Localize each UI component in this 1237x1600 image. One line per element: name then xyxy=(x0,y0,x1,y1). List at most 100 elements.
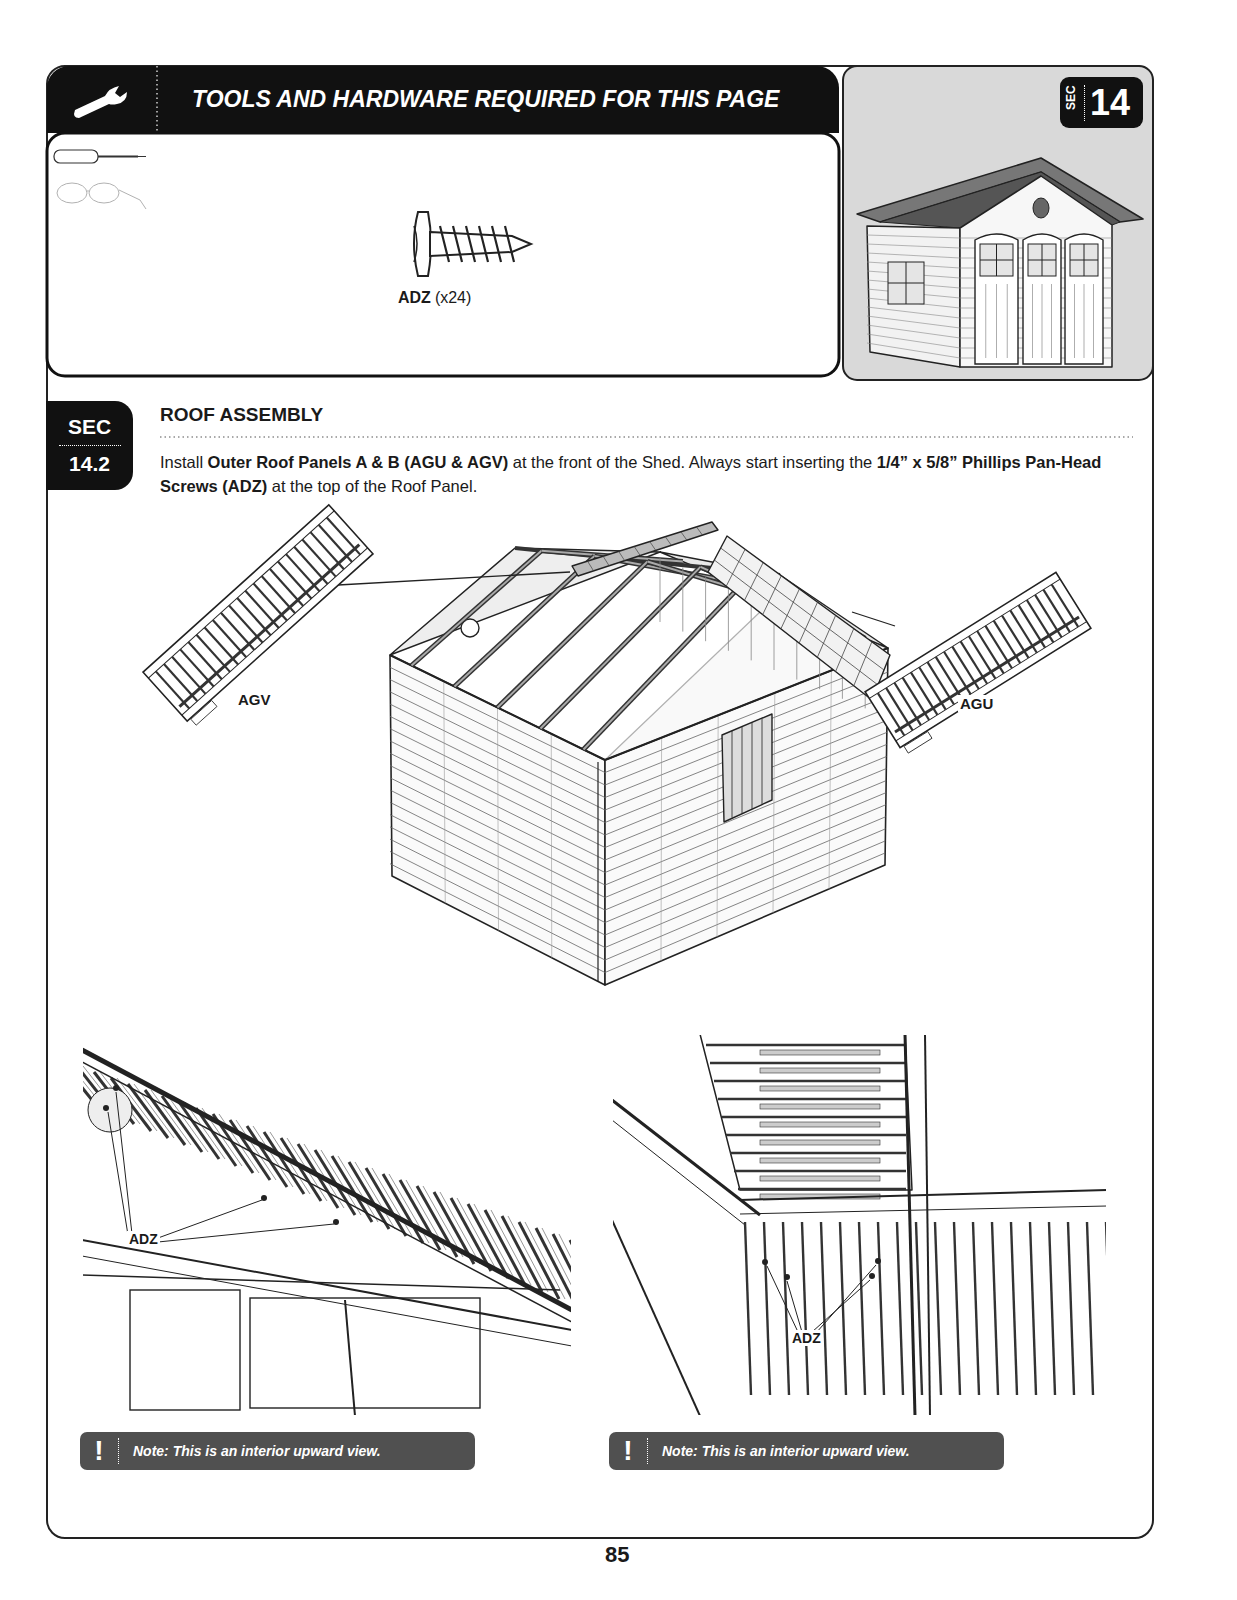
line-art xyxy=(108,1112,128,1235)
line-art xyxy=(836,629,854,672)
line-art xyxy=(840,1222,846,1395)
line-art xyxy=(1049,1222,1055,1395)
line-art xyxy=(718,1098,906,1101)
section-badge: SEC14 xyxy=(1060,77,1143,128)
line-art xyxy=(143,505,373,721)
line-art xyxy=(867,226,960,367)
roof-panel-agu xyxy=(865,572,1096,755)
screw-point xyxy=(103,1105,109,1111)
line-art xyxy=(498,708,499,931)
line-art xyxy=(498,562,648,708)
line-art xyxy=(1030,1222,1036,1395)
line-art xyxy=(551,734,553,958)
line-art xyxy=(852,612,895,626)
line-art xyxy=(82,1062,572,1322)
line-art xyxy=(732,731,733,818)
line-art xyxy=(682,568,683,632)
wrench-icon xyxy=(57,66,187,133)
part-code: ADZ xyxy=(398,289,431,306)
line-art xyxy=(1074,284,1075,358)
separator xyxy=(59,445,121,446)
line-art xyxy=(603,556,609,566)
line-art xyxy=(541,567,701,729)
line-art xyxy=(767,1266,798,1332)
screwdriver-icon xyxy=(54,150,98,163)
line-art xyxy=(726,1134,906,1137)
line-art xyxy=(865,572,1091,747)
line-art xyxy=(763,576,782,615)
line-art xyxy=(867,253,960,258)
line-art xyxy=(896,622,1087,741)
line-art xyxy=(773,693,775,913)
line-art xyxy=(714,560,878,685)
line-art xyxy=(82,1034,572,1416)
line-art xyxy=(612,1100,760,1215)
line-art xyxy=(584,572,754,749)
line-art xyxy=(717,715,718,937)
line-art xyxy=(764,1222,770,1395)
line-art xyxy=(878,1222,884,1395)
line-art xyxy=(82,1240,572,1330)
page-number: 85 xyxy=(603,1542,631,1567)
line-art xyxy=(661,738,663,961)
line-art xyxy=(390,864,605,973)
line-art xyxy=(869,579,1060,698)
line-art xyxy=(854,642,872,686)
line-art xyxy=(867,343,960,358)
line-art xyxy=(605,805,886,923)
line-art xyxy=(734,1170,906,1173)
step-badge: SEC14.2 xyxy=(46,401,133,490)
line-art xyxy=(119,190,146,209)
line-art xyxy=(722,1116,906,1119)
line-art xyxy=(390,851,605,960)
line-art xyxy=(696,527,702,535)
line-art xyxy=(414,226,417,262)
line-art xyxy=(895,617,1079,732)
interior-view xyxy=(82,1050,572,1416)
line-art xyxy=(960,176,1112,367)
line-art xyxy=(1051,284,1052,358)
line-art xyxy=(1032,284,1033,358)
separator xyxy=(1084,85,1085,121)
line-art xyxy=(1028,260,1056,261)
line-art xyxy=(605,829,886,948)
line-art xyxy=(158,1224,334,1242)
line-art xyxy=(82,1275,560,1290)
line-art xyxy=(182,548,368,715)
interior-view xyxy=(612,1034,1107,1416)
line-art xyxy=(498,562,648,708)
step-number: 14.2 xyxy=(69,451,110,477)
hardware-caption: ADZ(x24) xyxy=(398,289,471,307)
line-art xyxy=(829,670,831,889)
line-art xyxy=(781,589,800,629)
line-art xyxy=(74,86,127,118)
part-code: ADZ xyxy=(790,1330,823,1346)
line-art xyxy=(660,558,661,622)
line-art xyxy=(760,1086,880,1091)
line-art xyxy=(390,839,605,947)
line-art xyxy=(752,722,753,808)
screw-point xyxy=(875,1258,881,1264)
line-art xyxy=(708,536,890,700)
line-art xyxy=(1068,1222,1074,1395)
line-art xyxy=(802,1222,808,1395)
line-art xyxy=(1028,244,1056,276)
line-art xyxy=(492,226,501,262)
line-art xyxy=(612,1034,1107,1416)
line-art xyxy=(440,226,449,262)
line-art xyxy=(605,841,885,960)
line-art xyxy=(584,572,754,749)
line-art xyxy=(954,1222,960,1395)
line-art xyxy=(138,156,146,157)
line-art xyxy=(1087,1222,1093,1395)
line-art xyxy=(1007,284,1008,358)
line-art xyxy=(745,1222,751,1395)
line-art xyxy=(783,1222,789,1395)
line-art xyxy=(905,1034,915,1416)
header-title: TOOLS AND HARDWARE REQUIRED FOR THIS PAG… xyxy=(192,86,779,113)
part-reference: Outer Roof Panels A & B (AGU & AGV) xyxy=(208,453,509,471)
line-art xyxy=(612,1220,700,1416)
line-art xyxy=(466,226,475,262)
line-art xyxy=(250,1298,480,1408)
preview-panel xyxy=(843,66,1153,380)
